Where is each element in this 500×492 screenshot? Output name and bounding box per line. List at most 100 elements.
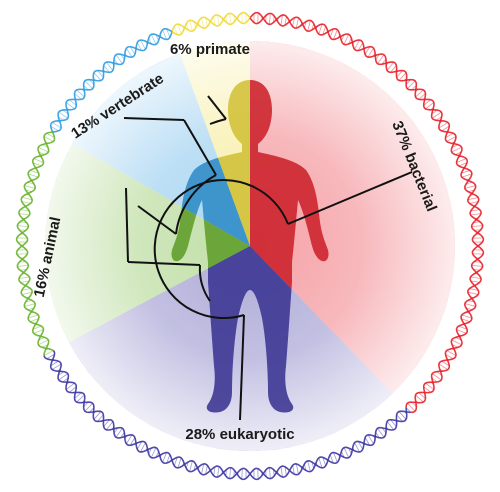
helix-rung [439, 368, 443, 372]
helix-rung [354, 442, 360, 453]
helix-rung [438, 363, 449, 370]
helix-rung [185, 23, 189, 31]
helix-rung [315, 462, 318, 466]
helix-rung [159, 34, 162, 38]
helix-rung [217, 14, 220, 26]
helix-rung [81, 400, 85, 403]
helix-rung [407, 403, 416, 412]
helix-rung [21, 201, 31, 204]
helix-rung [148, 447, 152, 455]
helix-rung [411, 401, 417, 407]
dna-helix-ring [15, 11, 485, 481]
helix-rung [17, 264, 29, 267]
helix-rung [364, 46, 371, 55]
helix-rung [89, 407, 95, 413]
helix-rung [461, 169, 470, 174]
helix-rung [470, 193, 474, 196]
helix-rung [28, 314, 39, 319]
helix-rung [322, 457, 327, 466]
tree-arc-vertebrate [175, 174, 217, 235]
leader-vertebrate-end [123, 117, 185, 121]
helix-rung [307, 460, 311, 472]
leader-eukaryotic [239, 314, 245, 421]
helix-rung [315, 26, 318, 30]
helix-rung [458, 162, 468, 167]
helix-rung [177, 24, 182, 35]
helix-rung [471, 225, 483, 228]
helix-rung [19, 269, 27, 271]
helix-rungs [16, 12, 484, 480]
helix-rung [407, 80, 416, 89]
helix-rung [273, 469, 275, 477]
helix-rung [451, 146, 462, 153]
helix-rung [58, 371, 64, 376]
helix-rung [385, 426, 389, 430]
helix-rung [173, 457, 178, 466]
label-eukaryotic: 28% eukaryotic [185, 426, 294, 443]
helix-rung [225, 15, 227, 23]
helix-rung [467, 189, 475, 193]
helix-rung [333, 452, 338, 463]
helix-rung [423, 386, 431, 393]
helix-rung [38, 146, 49, 153]
helix-rung [50, 125, 59, 132]
helix-rung [311, 461, 315, 469]
helix-rung [103, 65, 110, 73]
helix-rung [469, 288, 479, 291]
helix-rung [292, 17, 295, 27]
helix-rung [111, 426, 115, 430]
helix-rung [74, 392, 82, 399]
helix-rung [155, 34, 159, 41]
helix-rung [50, 360, 59, 367]
helix-rung [386, 61, 394, 71]
helix-rung [97, 414, 104, 422]
helix-rung [129, 46, 136, 55]
helix-rung [367, 47, 374, 58]
helix-rung [367, 434, 374, 445]
helix-rung [341, 34, 345, 41]
leader-animal-vertical [125, 187, 129, 263]
helix-rung [43, 350, 54, 356]
helix-rung [62, 109, 69, 115]
helix-rung [425, 102, 435, 110]
helix-rung [120, 54, 125, 60]
helix-rung [74, 93, 82, 100]
helix-rung [425, 382, 435, 390]
helix-rung [470, 213, 482, 216]
helix-rung [445, 354, 454, 360]
helix-rung [284, 16, 287, 26]
helix-rung [418, 93, 426, 100]
helix-rung [431, 377, 438, 383]
helix-rung [398, 411, 407, 420]
helix-rung [57, 120, 61, 124]
helix-rung [136, 42, 142, 51]
helix-rung [148, 37, 152, 45]
helix-rung [21, 288, 31, 291]
helix-rung [415, 400, 419, 403]
helix-rung [375, 432, 380, 438]
helix-rung [451, 348, 455, 351]
helix-rung [415, 89, 419, 92]
leader-primate [207, 95, 227, 120]
helix-rung [83, 401, 89, 407]
helix-rung [33, 158, 44, 163]
helix-rung [65, 102, 75, 110]
helix-primate-b [171, 11, 251, 36]
helix-rung [173, 26, 178, 35]
helix-rung [213, 16, 216, 26]
helix-rung [338, 34, 341, 38]
helix-rung [396, 414, 403, 422]
helix-rung [229, 467, 232, 479]
helix-rung [124, 53, 128, 57]
helix-rung [295, 17, 299, 29]
helix-rung [38, 337, 45, 341]
helix-rung [352, 447, 355, 451]
helix-rung [84, 403, 93, 412]
helix-rung [120, 432, 125, 438]
helix-rung [446, 136, 457, 142]
helix-rung [439, 120, 443, 124]
helix-rung [343, 34, 350, 45]
helix-rung [45, 348, 49, 351]
helix-rung [201, 463, 205, 475]
